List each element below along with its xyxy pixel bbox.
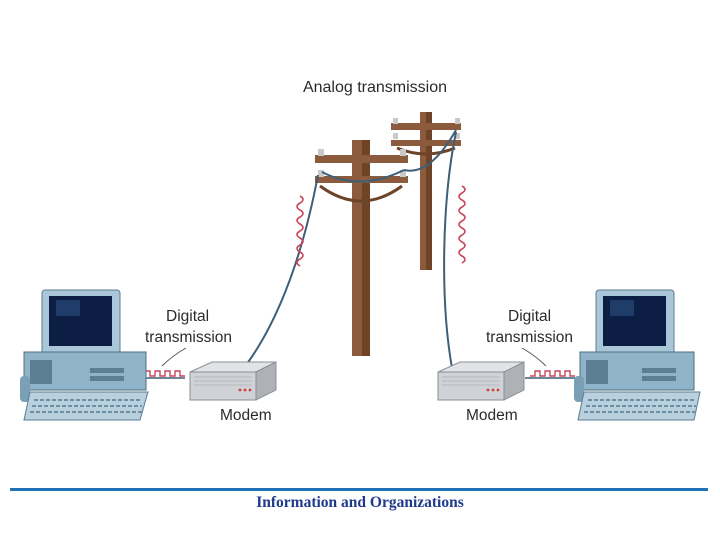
right-digital-wave bbox=[530, 370, 575, 377]
footer-title: Information and Organizations bbox=[256, 494, 464, 511]
right-analog-wave bbox=[458, 185, 466, 264]
left-analog-wave bbox=[296, 195, 304, 267]
right-modem-label: Modem bbox=[466, 407, 518, 424]
right-computer bbox=[574, 289, 701, 421]
left-modem-label: Modem bbox=[220, 407, 272, 424]
right-modem bbox=[437, 361, 525, 401]
left-computer bbox=[20, 289, 149, 421]
left-modem bbox=[189, 361, 277, 401]
left-label-leader bbox=[161, 347, 187, 367]
left-digital-wave bbox=[140, 370, 185, 377]
left-digital-label-line2: transmission bbox=[145, 329, 232, 346]
analog-transmission-label: Analog transmission bbox=[303, 79, 447, 96]
left-digital-label-line1: Digital bbox=[166, 308, 209, 325]
phone-cables bbox=[128, 129, 582, 379]
right-digital-label-line1: Digital bbox=[508, 308, 551, 325]
back-utility-pole bbox=[391, 112, 461, 270]
footer-divider bbox=[10, 488, 708, 491]
right-label-leader bbox=[521, 347, 547, 367]
front-utility-pole bbox=[315, 140, 408, 356]
right-digital-label-line2: transmission bbox=[486, 329, 573, 346]
